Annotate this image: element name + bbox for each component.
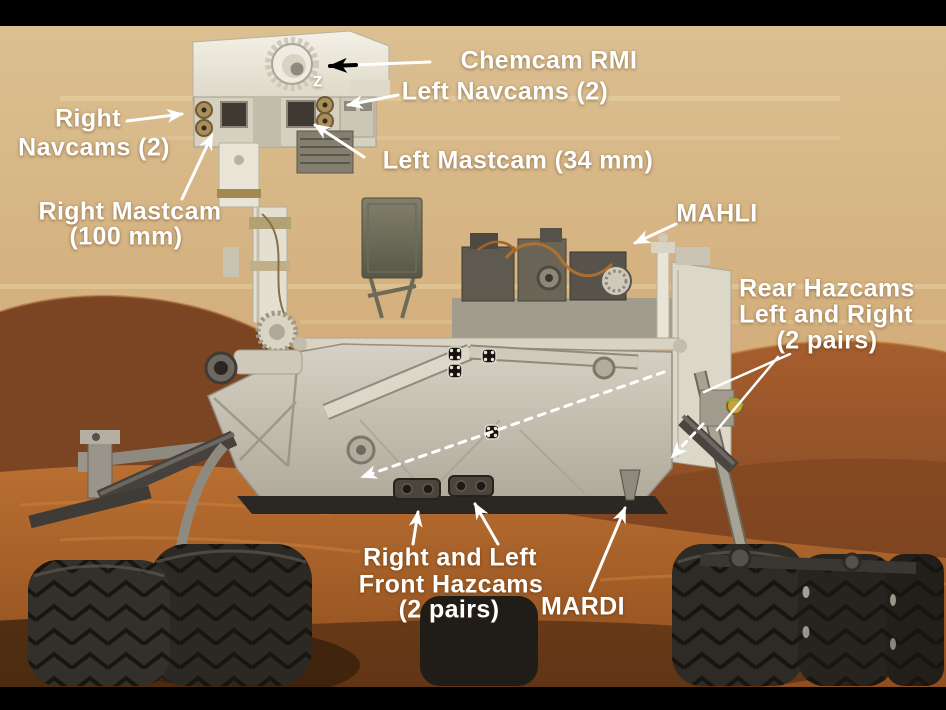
deck-rail-end <box>293 337 307 351</box>
mast-bracket <box>223 247 239 277</box>
arm-forearm-tube <box>28 485 152 529</box>
front-hazcams-label-line3: (2 pairs) <box>398 595 500 624</box>
turret-box <box>470 233 498 249</box>
arm-upper-tube <box>96 430 238 506</box>
left-mastcam-camera <box>286 100 316 128</box>
right-mastcam-label-line1: Right Mastcam <box>38 197 222 226</box>
turret-ring-hole <box>545 274 553 282</box>
letterbox-bar-bottom <box>0 687 946 710</box>
mast-cable <box>261 213 287 319</box>
left-navcams-arrow <box>346 93 400 109</box>
side-top-box <box>676 247 710 265</box>
mast-collar <box>250 261 290 271</box>
chemcam-rmi-label: Chemcam RMI <box>460 46 638 75</box>
left-navcams-label: Left Navcams (2) <box>401 77 609 106</box>
mahli-label: MAHLI <box>676 199 758 228</box>
front-strut <box>175 442 228 553</box>
right-mastcam-arrow <box>180 133 214 201</box>
right-navcams-label-line2: Navcams (2) <box>18 133 170 162</box>
front-left-wheel <box>28 560 170 686</box>
bolt-plates <box>447 346 500 440</box>
body-belly-band <box>237 496 668 514</box>
front-hazcam-pod-left <box>448 475 494 497</box>
rover-body <box>207 337 744 514</box>
mardi-camera-cone <box>619 469 641 501</box>
chemcam-serrated-ring <box>265 37 319 91</box>
deck-box <box>361 197 423 279</box>
mast-gear-hub <box>269 324 285 340</box>
left-mastcam-arrow <box>313 123 366 159</box>
turret-box <box>461 246 515 302</box>
z-axis-mark: z <box>313 70 323 92</box>
front-right-wheel <box>672 544 804 686</box>
chemcam-arrow <box>328 57 358 73</box>
front-hazcams-label-line1: Right and Left <box>363 543 537 572</box>
deck-box-panel <box>367 203 417 273</box>
arm-shoulder-lens <box>214 361 228 375</box>
head-ledge <box>350 80 390 96</box>
middle-left-wheel <box>150 544 312 686</box>
deck-rail-end <box>673 339 687 353</box>
body-hub <box>592 356 616 380</box>
rear-hazcams-label-line2: Left and Right <box>739 300 913 329</box>
right-navcams-arrow <box>125 108 184 123</box>
rear-hazcams-dashed-arrow-short <box>670 422 705 459</box>
right-navcams-label-line1: Right <box>55 104 121 133</box>
arm-tube-highlight <box>99 432 235 496</box>
chemcam-lens <box>290 62 304 76</box>
left-suspension-and-arm <box>28 349 303 553</box>
rocker-tube <box>323 346 473 418</box>
mahli-arrow <box>633 222 678 245</box>
head-center-mount <box>253 97 281 147</box>
front-hazcams-arrow-2 <box>473 502 500 546</box>
wheels <box>28 544 944 686</box>
wheel-hub <box>842 552 862 572</box>
head-detail-box <box>360 101 372 111</box>
bracket-hole <box>92 433 100 441</box>
mardi-label: MARDI <box>541 592 625 621</box>
rear-axle-highlight <box>681 414 736 466</box>
turret-base <box>452 298 684 342</box>
rear-hazcams-leader-2 <box>715 355 780 432</box>
rear-left-wheel <box>420 596 538 686</box>
body-hub-center <box>356 445 366 455</box>
middle-right-wheel <box>798 554 894 686</box>
copper-cable <box>504 242 614 278</box>
letterbox-bar-top <box>0 0 946 26</box>
right-mastcam-label-line2: (100 mm) <box>69 222 183 251</box>
mardi-arrow <box>588 506 627 593</box>
antenna-cap <box>651 242 675 253</box>
rear-axle-tube <box>678 414 739 474</box>
head-elbow-joint <box>217 142 261 208</box>
deck-mast-box <box>361 197 423 319</box>
rear-hazcam-stripe <box>726 397 744 407</box>
turret-box <box>540 228 562 242</box>
copper-cable <box>477 240 518 253</box>
curiosity-rover <box>28 30 944 686</box>
right-navcam-lenses <box>195 101 213 137</box>
right-mastcam-camera <box>220 101 248 128</box>
antenna-tip <box>658 233 668 243</box>
deck-box-truss <box>367 275 417 319</box>
front-hazcams-arrow-1 <box>408 510 423 546</box>
rear-hazcams-dashed-arrow <box>360 370 666 479</box>
left-mastcam-label: Left Mastcam (34 mm) <box>382 146 654 175</box>
rear-right-wheel <box>886 554 944 686</box>
front-hazcam-pod-right <box>393 478 441 500</box>
wheel-hub <box>728 546 752 570</box>
front-hazcams-label-line2: Front Hazcams <box>358 570 544 599</box>
rear-hazcams-label-line1: Rear Hazcams <box>739 274 915 303</box>
rear-hazcams-label-line3: (2 pairs) <box>776 326 878 355</box>
mahli-dial-dots <box>604 269 628 293</box>
chemcam-leader-line <box>352 60 432 67</box>
